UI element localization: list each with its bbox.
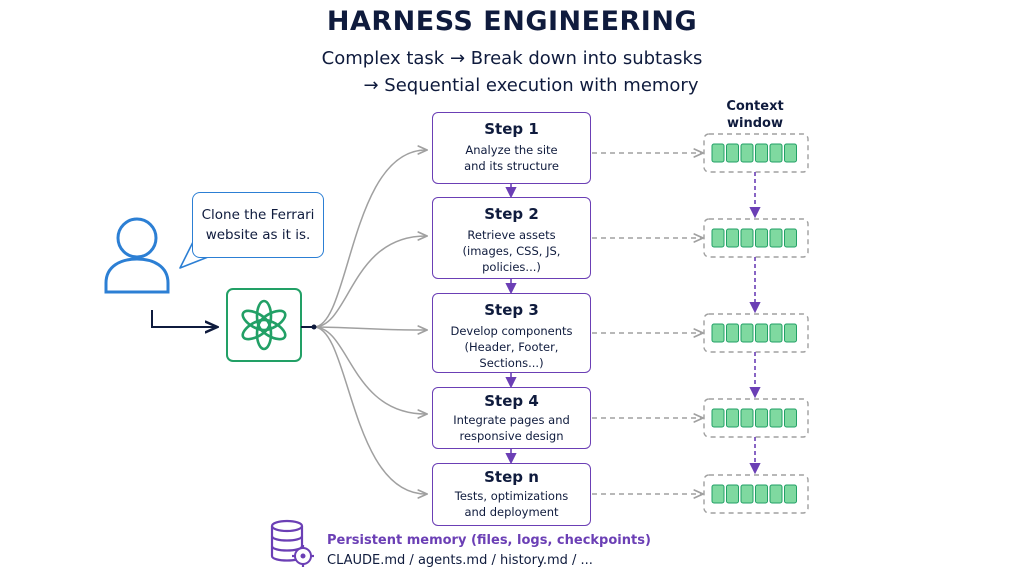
context-cell [769, 228, 783, 248]
gear-icon [292, 545, 314, 567]
step-2-box: Step 2 Retrieve assets (images, CSS, JS,… [432, 197, 591, 279]
step-n-box: Step n Tests, optimizations and deployme… [432, 463, 591, 526]
context-cell [769, 323, 783, 343]
context-cell [726, 323, 739, 343]
context-cell [711, 143, 725, 163]
context-window-label: Context window [726, 99, 784, 131]
context-cell [784, 408, 797, 428]
context-cell [784, 143, 797, 163]
user-request-text: Clone the Ferrari website as it is. [201, 207, 315, 243]
step-title: Step 4 [484, 392, 539, 410]
context-cell [740, 484, 754, 504]
step-description: Tests, optimizations and deployment [454, 489, 569, 519]
step-title: Step 2 [484, 205, 539, 223]
step-title: Step n [484, 468, 539, 486]
context-cell [740, 143, 754, 163]
user-icon [104, 217, 170, 294]
page-title: HARNESS ENGINEERING [326, 6, 698, 37]
context-cell [711, 484, 725, 504]
context-cell [755, 484, 768, 504]
context-cell [755, 143, 768, 163]
context-cell [740, 228, 754, 248]
context-cell [711, 408, 725, 428]
step-title: Step 1 [484, 120, 539, 138]
context-windows [703, 133, 809, 514]
context-cell [784, 484, 797, 504]
context-cell [755, 408, 768, 428]
context-cell [711, 323, 725, 343]
context-cell [740, 408, 754, 428]
user-to-agent-arrow [151, 310, 216, 327]
context-cell [769, 484, 783, 504]
subtitle-line-1: Complex task → Break down into subtasks [321, 48, 703, 69]
memory-files: CLAUDE.md / agents.md / history.md / ... [327, 553, 593, 568]
context-cell [726, 228, 739, 248]
step-description: Retrieve assets (images, CSS, JS, polici… [462, 228, 561, 274]
step-3-box: Step 3 Develop components (Header, Foote… [432, 293, 591, 373]
context-cell [755, 323, 768, 343]
agent-box [226, 288, 302, 362]
context-cell [726, 408, 739, 428]
agent-output-dot [311, 324, 317, 330]
context-cell [769, 143, 783, 163]
context-cell [784, 323, 797, 343]
step-description: Analyze the site and its structure [464, 143, 559, 173]
openai-logo-icon [241, 299, 287, 351]
context-cell [784, 228, 797, 248]
step-4-box: Step 4 Integrate pages and responsive de… [432, 387, 591, 449]
memory-title: Persistent memory (files, logs, checkpoi… [327, 533, 651, 548]
step-description: Integrate pages and responsive design [453, 413, 570, 443]
step-description: Develop components (Header, Footer, Sect… [450, 324, 573, 370]
subtitle-line-2: → Sequential execution with memory [363, 75, 699, 96]
context-cell [726, 143, 739, 163]
speech-bubble: Clone the Ferrari website as it is. [192, 192, 324, 258]
step-to-context-arrows [592, 153, 702, 494]
context-cell [726, 484, 739, 504]
context-cell [769, 408, 783, 428]
context-cell [740, 323, 754, 343]
context-cell [711, 228, 725, 248]
step-title: Step 3 [484, 301, 539, 319]
context-cell [755, 228, 768, 248]
step-1-box: Step 1 Analyze the site and its structur… [432, 112, 591, 184]
fan-out-arrows [313, 150, 426, 494]
